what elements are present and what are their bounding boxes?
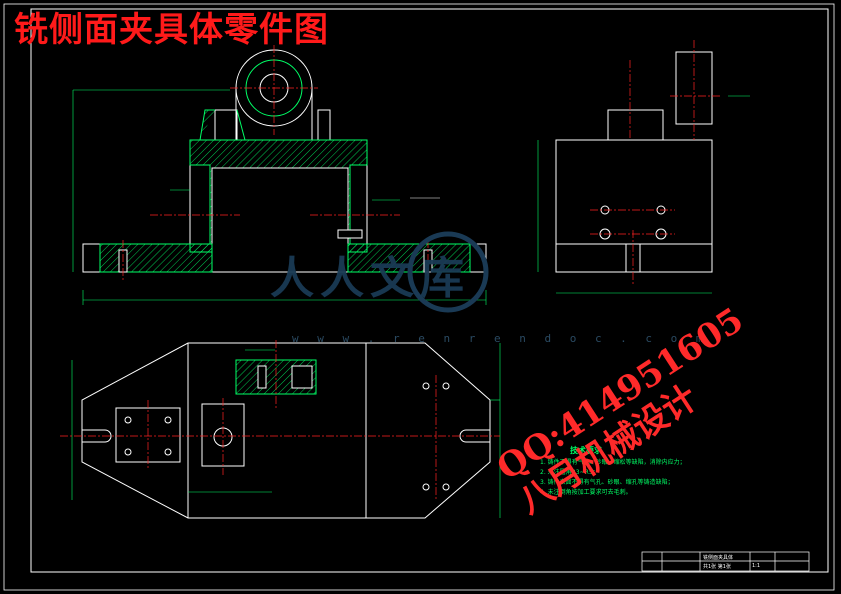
technical-requirement-item: 3. 铸件表面不得有气孔、砂眼、缩孔等铸造缺陷； [540,479,674,486]
front-view [72,45,487,305]
watermark-url: w w w . r e n r e n d o c . c o m [292,332,709,345]
technical-requirements-heading: 技术要求 [570,446,602,455]
drawing-title: 铣侧面夹具体零件图 [14,10,329,50]
outer-frame [3,3,835,591]
watermark-logo-ring [407,231,489,313]
title-block [641,551,810,572]
inner-frame [30,8,829,573]
top-outline [81,342,491,519]
front-pin-slot [337,229,363,239]
top-slot-left [82,429,112,443]
side-top-block [607,109,664,141]
side-body [555,139,713,245]
technical-requirement-item: 2. 未注圆角R3~R5； [540,469,599,476]
side-view [537,40,750,294]
technical-requirements: 技术要求 1. 铸件不得有气孔、砂眼、缩松等缺陷，消除内应力； 2. 未注圆角R… [540,446,686,498]
front-lugs [199,109,246,141]
technical-requirement-item: 1. 铸件不得有气孔、砂眼、缩松等缺陷，消除内应力； [540,459,686,466]
front-hatch-base [99,243,213,273]
front-cavity [211,167,349,273]
top-view [60,340,501,519]
top-dimensions [71,343,501,518]
title-block-part-name: 铣侧面夹具体 [703,555,734,561]
title-block-scale: 1:1 [752,563,761,569]
front-hatch-base-right [347,243,471,273]
top-centerlines [60,340,500,500]
side-base [555,243,713,273]
side-dimensions [537,95,750,294]
watermark-text: 人人文库 [270,253,470,304]
front-centerlines [122,45,429,280]
title-block-sheet: 共1张 第1张 [703,564,731,570]
side-centerlines [590,40,720,285]
top-slot-right [459,429,490,443]
technical-requirement-item: 4. 未注倒角按加工要求可去毛刺。 [540,489,632,496]
